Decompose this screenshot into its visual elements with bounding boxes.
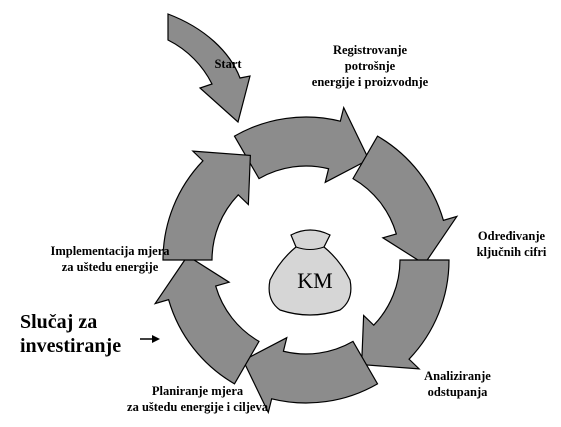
arrow-planiranje (242, 336, 379, 415)
arrow-return-top (162, 150, 251, 261)
investment-pointer-head (152, 335, 160, 343)
start-arrow (167, 13, 251, 124)
cycle-arrows (153, 105, 459, 415)
arrow-registrovanje (233, 105, 370, 184)
arrow-implementacija (153, 255, 260, 385)
label-implementacija: Implementacija mjera za uštedu energije (50, 244, 170, 274)
label-planiranje: Planiranje mjera za uštedu energije i ci… (127, 384, 268, 414)
money-bag-icon (268, 229, 352, 316)
arrow-odredjivanje (352, 135, 459, 265)
arrow-analiziranje (361, 259, 450, 370)
center-km-label: KM (297, 268, 333, 293)
label-slucaj-za-investiranje: Slučaj za investiranje (20, 311, 122, 357)
label-registrovanje: Registrovanje potrošnje energije i proiz… (311, 43, 429, 89)
label-start: Start (214, 57, 242, 71)
label-odredjivanje: Određivanje ključnih cifri (476, 229, 547, 259)
label-analiziranje: Analiziranje odstupanja (424, 369, 491, 399)
